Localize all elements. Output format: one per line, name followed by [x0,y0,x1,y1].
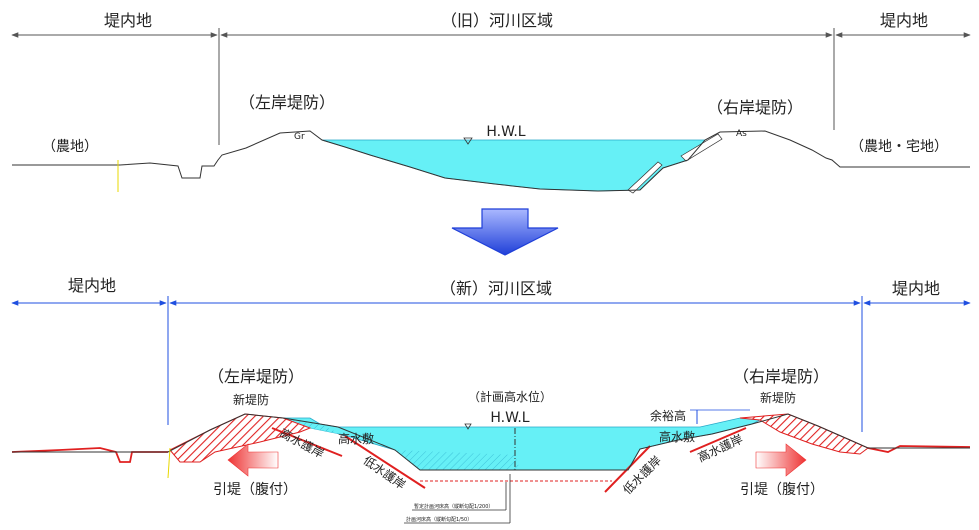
retreat-right-label: 引堤（腹付） [740,481,824,498]
old-left-land-label: （農地） [42,139,98,155]
plan-level-label: （計画高水位） [468,389,552,404]
new-left-ground-fill [11,447,168,463]
new-left-zone-label: 堤内地 [68,276,116,295]
old-ground-profile [12,130,970,192]
new-right-levee-label: （右岸堤防） [733,367,829,386]
new-marker-line [167,447,171,479]
high-revetment-right-line [689,427,747,453]
retreat-right-arrow-icon [755,443,807,477]
old-right-zone-label: 堤内地 [880,11,928,30]
low-revetment-right-line [604,445,651,493]
old-left-crown-mark: Gr [294,132,305,142]
new-low-channel-hatch [395,450,520,470]
new-ground-profile [12,413,970,471]
high-revetment-left-line [271,427,343,457]
retreat-left-label: 引堤（腹付） [213,481,297,498]
new-section: 堤内地 （新）河川区域 堤内地 （左岸堤防） （右岸堤防） （計画高水位） H.… [11,276,971,524]
old-river-zone-label: （旧）河川区域 [441,11,553,30]
new-levee-left-label: 新堤防 [233,392,269,407]
bed-level-note-2: 計画河床高（縦断勾配1/50） [406,516,472,523]
old-zone-dimension [11,28,971,145]
old-hwl-label: H.W.L [486,124,525,140]
old-hwl-icon [463,137,473,145]
new-hwl-icon [464,423,472,430]
old-left-levee-label: （左岸堤防） [239,93,335,112]
low-revetment-left-line [344,435,426,489]
high-bank-right-label: 高水敷 [659,429,695,444]
new-river-zone-label: （新）河川区域 [440,279,552,298]
old-right-upper-revetment [680,133,723,162]
transition-down-arrow-icon [451,208,559,256]
high-bank-left-label: 高水敷 [338,431,374,446]
old-right-lower-revetment [627,161,663,194]
new-zone-dimension [11,296,971,432]
new-right-zone-label: 堤内地 [892,279,940,298]
old-right-levee-label: （右岸堤防） [707,98,803,117]
new-right-ground-fill [867,445,971,453]
new-hwl-label: H.W.L [490,410,529,426]
freeboard-label: 余裕高 [650,408,686,423]
old-right-land-label: （農地・宅地） [850,139,948,155]
old-section: 堤内地 （旧）河川区域 堤内地 （左岸堤防） （右岸堤防） （農地） （農地・宅… [11,11,971,194]
new-left-slope-hatch [283,418,340,434]
retreat-left-arrow-icon [227,443,279,477]
old-right-crown-mark: As [736,129,747,139]
old-left-zone-label: 堤内地 [104,11,152,30]
new-left-levee-label: （左岸堤防） [208,367,304,386]
new-levee-right-label: 新堤防 [760,390,796,405]
bed-level-note-1: 暫定計画河床高（縦断勾配1/200） [414,503,493,510]
